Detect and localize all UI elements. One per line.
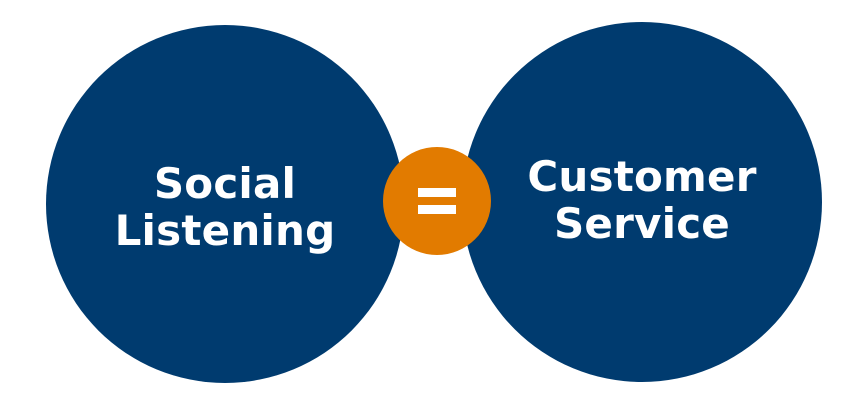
- social-listening-label: Social Listening: [115, 160, 336, 254]
- equals-icon-top-bar: [418, 188, 456, 197]
- customer-service-label: Customer Service: [527, 153, 756, 247]
- right-circle-line-1: Customer: [527, 151, 757, 201]
- left-circle-line-1: Social: [153, 158, 297, 208]
- left-circle-line-2: Listening: [114, 206, 336, 255]
- equals-badge: [383, 147, 491, 255]
- right-circle-line-2: Service: [553, 199, 730, 248]
- equals-icon-bottom-bar: [418, 205, 456, 214]
- equals-icon: [418, 188, 456, 214]
- customer-service-circle: Customer Service: [462, 22, 822, 382]
- social-listening-circle: Social Listening: [46, 25, 404, 383]
